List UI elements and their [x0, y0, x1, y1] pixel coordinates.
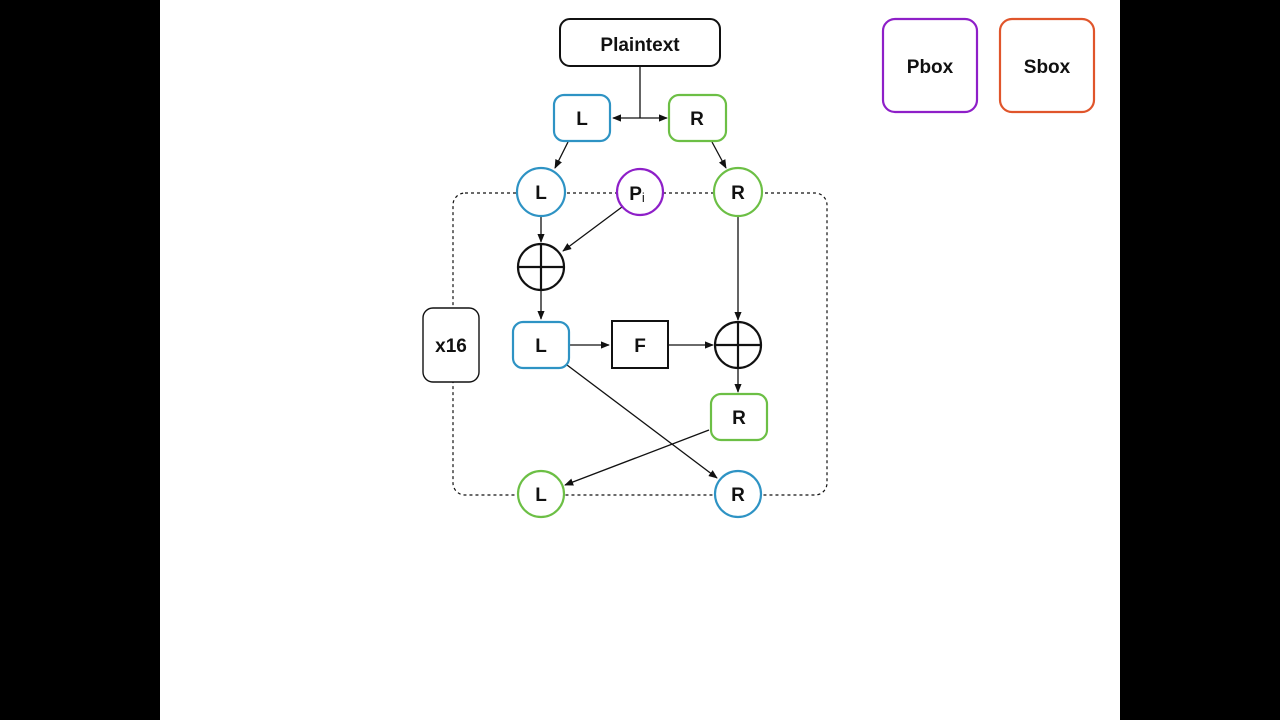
xor-operator-right: [713, 320, 763, 370]
p-label: P: [629, 184, 642, 205]
round-right-output: R: [713, 469, 763, 519]
repeat-count-label: x16: [435, 336, 467, 357]
legend-sbox-label: Sbox: [1024, 57, 1071, 78]
round-left-output-label: L: [535, 485, 547, 506]
svg-text:Pi: Pi: [629, 184, 645, 205]
cross-arrow-l-to-r: [566, 364, 718, 479]
arrow-r0-to-r: [711, 141, 727, 169]
round-right-mid-box: R: [709, 392, 769, 442]
round-left-mid-label: L: [535, 336, 547, 357]
arrow-l0-to-l: [554, 141, 569, 169]
round-left-input: L: [515, 166, 567, 218]
round-right-input: R: [712, 166, 764, 218]
left-half-box: L: [552, 93, 612, 143]
round-right-output-label: R: [731, 485, 745, 506]
round-left-output: L: [516, 469, 566, 519]
p-subkey-node: Pi: [615, 167, 665, 217]
legend-pbox: Pbox: [881, 17, 979, 114]
round-right-mid-label: R: [732, 408, 746, 429]
right-half-label: R: [690, 109, 704, 130]
plaintext-box: Plaintext: [559, 18, 721, 67]
f-function-box: F: [611, 320, 669, 369]
p-subscript: i: [642, 190, 645, 205]
arrow-p-to-xor: [562, 206, 623, 252]
round-right-input-label: R: [731, 183, 745, 204]
round-left-input-label: L: [535, 183, 547, 204]
left-half-label: L: [576, 109, 588, 130]
right-half-box: R: [667, 93, 728, 143]
cross-arrow-r-to-l: [564, 429, 710, 486]
f-function-label: F: [634, 336, 646, 357]
legend-pbox-label: Pbox: [907, 57, 954, 78]
legend-sbox: Sbox: [998, 17, 1096, 114]
plaintext-label: Plaintext: [600, 35, 680, 56]
xor-operator-left: [516, 242, 566, 292]
repeat-count-badge: x16: [422, 307, 480, 383]
round-left-mid-box: L: [511, 320, 571, 370]
